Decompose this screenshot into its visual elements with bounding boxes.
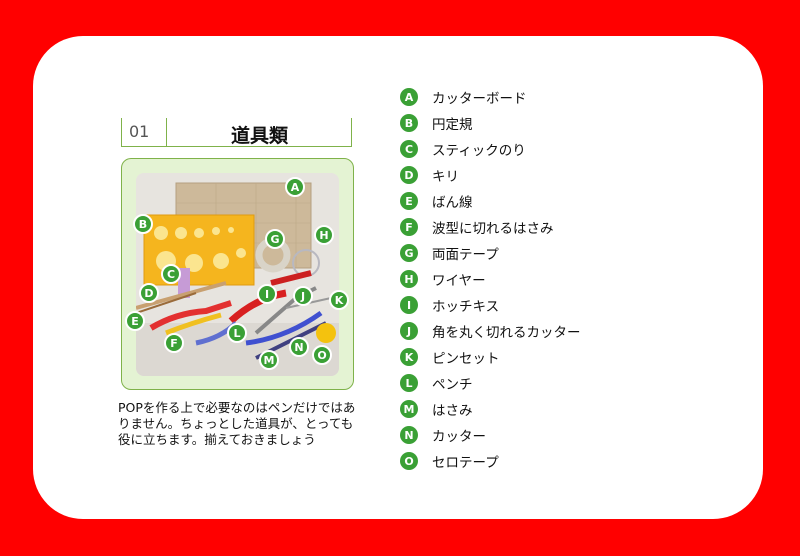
- section-number: 01: [129, 122, 150, 141]
- item-label: ペンチ: [432, 377, 473, 393]
- photo-badge-a: A: [285, 177, 305, 197]
- letter-badge: J: [400, 322, 418, 340]
- letter-badge: L: [400, 374, 418, 392]
- letter-badge: K: [400, 348, 418, 366]
- letter-badge: D: [400, 166, 418, 184]
- photo-badge-d: D: [139, 283, 159, 303]
- letter-badge: N: [400, 426, 418, 444]
- photo-badge-c: C: [161, 264, 181, 284]
- item-label: はさみ: [432, 403, 473, 419]
- letter-badge: H: [400, 270, 418, 288]
- item-label: ホッチキス: [432, 299, 500, 315]
- letter-badge: E: [400, 192, 418, 210]
- list-item: D キリ: [400, 162, 581, 188]
- photo-badge-i: I: [257, 284, 277, 304]
- letter-badge: F: [400, 218, 418, 236]
- header-divider: [166, 118, 167, 146]
- item-label: ピンセット: [432, 351, 500, 367]
- list-item: I ホッチキス: [400, 292, 581, 318]
- item-label: ばん線: [432, 195, 473, 211]
- photo-badge-f: F: [164, 333, 184, 353]
- photo-badge-b: B: [133, 214, 153, 234]
- list-item: O セロテープ: [400, 448, 581, 474]
- list-item: G 両面テープ: [400, 240, 581, 266]
- letter-badge: C: [400, 140, 418, 158]
- item-label: 波型に切れるはさみ: [432, 221, 554, 237]
- item-label: 円定規: [432, 117, 473, 133]
- photo-badge-m: M: [259, 350, 279, 370]
- letter-badge: O: [400, 452, 418, 470]
- item-label: ワイヤー: [432, 273, 486, 289]
- item-label: 両面テープ: [432, 247, 499, 263]
- header-right-bar: [351, 118, 352, 146]
- letter-badge: M: [400, 400, 418, 418]
- list-item: N カッター: [400, 422, 581, 448]
- photo-badge-n: N: [289, 337, 309, 357]
- description-text: POPを作る上で必要なのはペンだけではありません。ちょっとした道具が、とっても役…: [118, 400, 356, 447]
- photo-badge-e: E: [125, 311, 145, 331]
- photo-badge-g: G: [265, 229, 285, 249]
- section-header: 01 道具類: [121, 118, 352, 147]
- photo-badge-l: L: [227, 323, 247, 343]
- item-label: キリ: [432, 169, 459, 185]
- letter-badge: B: [400, 114, 418, 132]
- list-item: B 円定規: [400, 110, 581, 136]
- list-item: L ペンチ: [400, 370, 581, 396]
- item-label: カッターボード: [432, 91, 527, 107]
- letter-badge: A: [400, 88, 418, 106]
- list-item: H ワイヤー: [400, 266, 581, 292]
- list-item: J 角を丸く切れるカッター: [400, 318, 581, 344]
- list-item: E ばん線: [400, 188, 581, 214]
- photo-frame: A B C D E F G H I J K L M N O: [121, 158, 354, 390]
- item-label: セロテープ: [432, 455, 499, 471]
- photo-badge-o: O: [312, 345, 332, 365]
- letter-badge: G: [400, 244, 418, 262]
- item-label: スティックのり: [432, 143, 526, 159]
- list-item: A カッターボード: [400, 84, 581, 110]
- photo-badge-h: H: [314, 225, 334, 245]
- tool-list: A カッターボード B 円定規 C スティックのり D キリ E ばん線 F 波型に切れるは…: [400, 84, 581, 474]
- letter-badge: I: [400, 296, 418, 314]
- list-item: K ピンセット: [400, 344, 581, 370]
- photo-badge-j: J: [293, 286, 313, 306]
- photo-badge-k: K: [329, 290, 349, 310]
- header-left-bar: [121, 118, 122, 146]
- item-label: 角を丸く切れるカッター: [432, 325, 581, 341]
- item-label: カッター: [432, 429, 486, 445]
- list-item: F 波型に切れるはさみ: [400, 214, 581, 240]
- section-title: 道具類: [230, 125, 288, 147]
- list-item: M はさみ: [400, 396, 581, 422]
- list-item: C スティックのり: [400, 136, 581, 162]
